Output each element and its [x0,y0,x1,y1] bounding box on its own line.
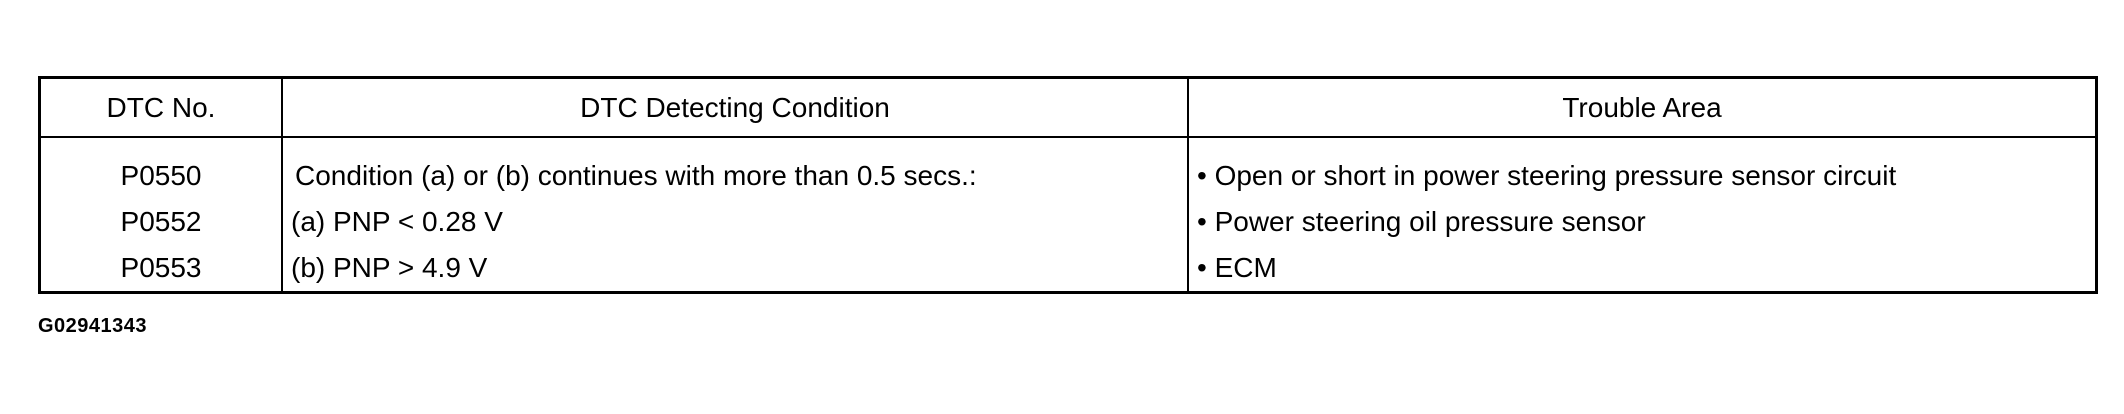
dtc-number-cell: P0553 [120,252,202,283]
trouble-area-cell: • ECM [1197,252,1277,283]
figure-id: G02941343 [38,315,148,337]
header-detecting-condition: DTC Detecting Condition [580,92,890,123]
header-trouble-area: Trouble Area [1562,92,1722,123]
trouble-area-cell: • Power steering oil pressure sensor [1197,206,1646,237]
header-divider [41,136,2095,138]
trouble-area-cell: • Open or short in power steering pressu… [1197,160,1897,191]
dtc-number-cell: P0550 [120,160,202,191]
dtc-table: DTC No. DTC Detecting Condition Trouble … [38,76,2098,294]
dtc-number-cell: P0552 [120,206,202,237]
condition-cell: Condition (a) or (b) continues with more… [295,160,977,191]
condition-cell: (a) PNP < 0.28 V [291,206,503,237]
column-divider [1187,79,1189,291]
column-divider [281,79,283,291]
condition-cell: (b) PNP > 4.9 V [291,252,488,283]
header-dtc-no: DTC No. [106,92,216,123]
